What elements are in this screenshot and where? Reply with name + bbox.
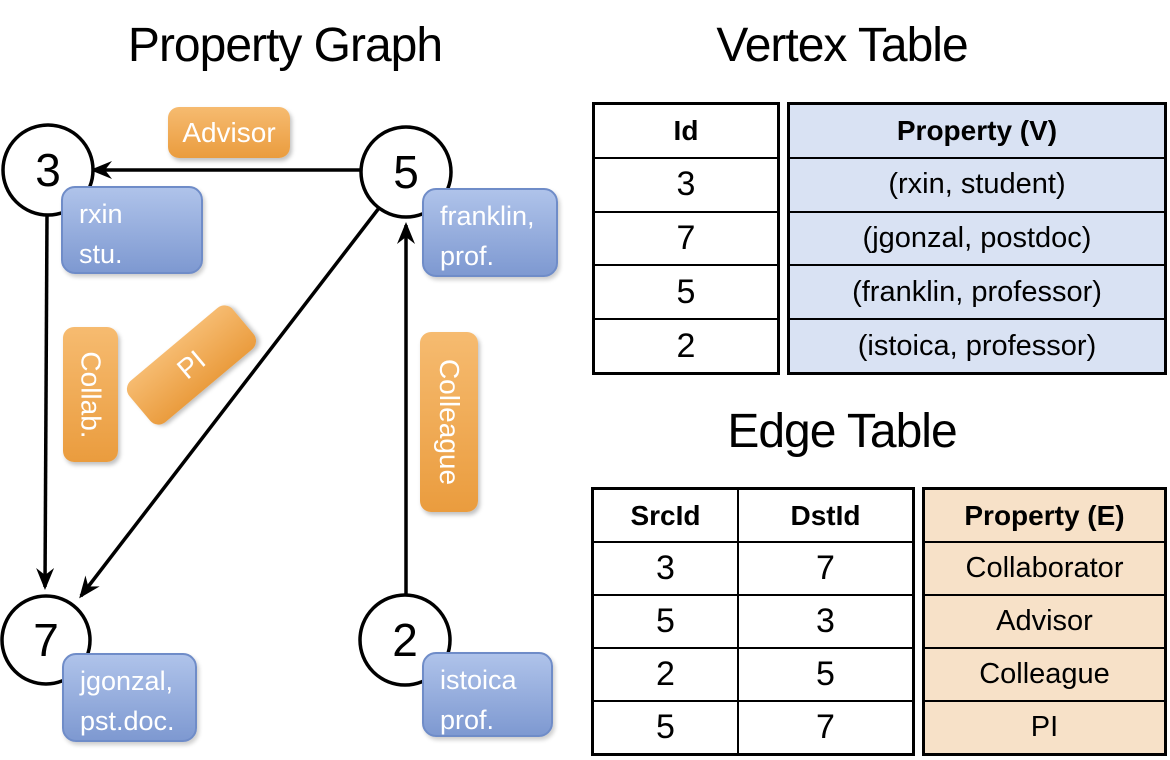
vertex-id-cell: 2 [676, 326, 696, 365]
vertex-callout-jgonzal: jgonzal, pst.doc. [62, 653, 197, 742]
vertex-callout-jgonzal-line1: jgonzal, [80, 666, 174, 696]
edge-label-colleague-text: Colleague [434, 358, 466, 486]
vertex-callout-istoica: istoica prof. [422, 652, 553, 737]
edge-dstid-cell: 7 [737, 543, 912, 594]
vertex-callout-rxin-line1: rxin [79, 199, 123, 229]
table-row: 3 7 [594, 541, 912, 594]
edge-property-header: Property (E) [964, 499, 1125, 531]
vertex-callout-franklin: franklin, prof. [422, 188, 558, 277]
vertex-callout-rxin-line2: stu. [79, 239, 123, 269]
table-row: Colleague [925, 647, 1164, 700]
edge-property-cell: Collaborator [965, 552, 1124, 584]
edge-5-to-7-arrow [79, 206, 381, 599]
vertex-property-cell: (rxin, student) [888, 168, 1066, 201]
table-row: 2 5 [594, 647, 912, 700]
vertex-property-header: Property (V) [896, 114, 1058, 146]
table-row: 7 [595, 210, 777, 265]
node-3-id: 3 [35, 144, 61, 196]
table-row: 3 [595, 156, 777, 211]
edge-table: SrcId DstId 3 7 5 3 2 5 5 7 Property (E) [591, 487, 1167, 756]
vertex-property-cell: (franklin, professor) [852, 275, 1102, 308]
table-row: (jgonzal, postdoc) [790, 210, 1164, 265]
table-row: (franklin, professor) [790, 264, 1164, 318]
edge-label-advisor-text: Advisor [182, 116, 276, 148]
vertex-table-property-column: Property (V) (rxin, student) (jgonzal, p… [787, 102, 1167, 375]
edge-property-cell: PI [1030, 711, 1059, 743]
edge-property-cell: Colleague [979, 658, 1110, 690]
vertex-id-cell: 7 [676, 218, 696, 257]
vertex-table: Id 3 7 5 2 Property (V) (rxin, student) [592, 102, 1167, 375]
table-row: PI [925, 700, 1164, 753]
edge-label-collaborator: Collab. [63, 327, 118, 462]
edge-srcid-cell: 5 [656, 708, 675, 746]
vertex-callout-jgonzal-line2: pst.doc. [80, 706, 175, 736]
vertex-id-cell: 5 [676, 272, 696, 311]
edge-dstid-header: DstId [737, 490, 912, 541]
table-row: 5 [595, 264, 777, 318]
vertex-callout-istoica-line1: istoica [440, 665, 517, 695]
edge-srcid-cell: 3 [656, 549, 675, 587]
table-header-row: Id [595, 105, 777, 157]
edge-label-colleague: Colleague [420, 332, 478, 512]
vertex-table-id-column: Id 3 7 5 2 [592, 102, 780, 375]
vertex-id-cell: 3 [676, 165, 696, 204]
edge-srcid-cell: 2 [656, 655, 675, 693]
property-graph-title: Property Graph [127, 19, 443, 72]
edge-dstid-cell: 7 [737, 702, 912, 753]
edge-label-collaborator-text: Collab. [75, 350, 107, 439]
edge-label-pi-text: PI [171, 344, 212, 385]
table-row: Advisor [925, 594, 1164, 647]
edge-label-advisor: Advisor [168, 107, 290, 158]
edge-srcid-header: SrcId [630, 499, 701, 531]
table-row: 2 [595, 318, 777, 372]
table-row: Collaborator [925, 541, 1164, 594]
edge-table-property-column: Property (E) Collaborator Advisor Collea… [922, 487, 1167, 756]
node-5-id: 5 [393, 146, 419, 198]
table-row: 5 3 [594, 594, 912, 647]
edge-3-to-7-arrow [36, 214, 55, 590]
table-header-row: Property (E) [925, 490, 1164, 541]
vertex-callout-franklin-line1: franklin, [440, 201, 535, 231]
edge-dstid-cell: 5 [737, 649, 912, 700]
node-2-id: 2 [392, 614, 418, 666]
edge-table-id-columns: SrcId DstId 3 7 5 3 2 5 5 7 [591, 487, 915, 756]
vertex-table-title: Vertex Table [716, 19, 968, 72]
table-header-row: Property (V) [790, 105, 1164, 157]
node-7-id: 7 [33, 614, 59, 666]
table-row: (rxin, student) [790, 156, 1164, 211]
table-header-row: SrcId DstId [594, 490, 912, 541]
vertex-callout-franklin-line2: prof. [440, 241, 495, 271]
vertex-id-header: Id [673, 114, 699, 146]
edge-srcid-cell: 5 [656, 602, 675, 640]
edge-table-title: Edge Table [727, 405, 957, 458]
vertex-callout-rxin: rxin stu. [61, 186, 203, 274]
vertex-property-cell: (jgonzal, postdoc) [862, 221, 1092, 254]
vertex-callout-istoica-line2: prof. [440, 705, 495, 735]
table-row: 5 7 [594, 700, 912, 753]
edge-property-cell: Advisor [996, 605, 1093, 637]
edge-dstid-cell: 3 [737, 596, 912, 647]
vertex-property-cell: (istoica, professor) [857, 329, 1097, 362]
table-row: (istoica, professor) [790, 318, 1164, 372]
